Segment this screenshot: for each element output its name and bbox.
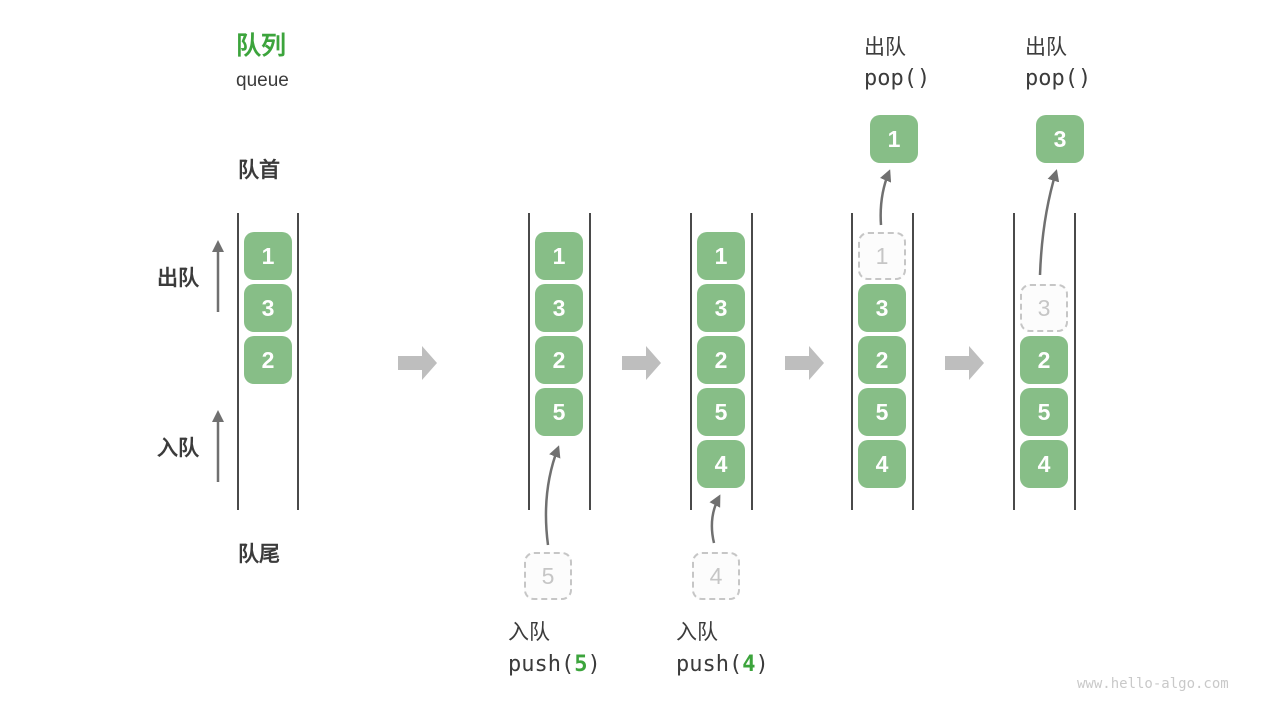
- queue-box: 2: [697, 336, 745, 384]
- state-transition-arrow-icon: [785, 346, 824, 380]
- pop-1-arrow: [879, 169, 892, 226]
- enqueue-op-code: push(5): [508, 652, 601, 677]
- enqueue-side-label: 入队: [157, 437, 199, 460]
- enqueue-4-arrow: [709, 494, 721, 544]
- push-call-open: push(: [676, 652, 743, 677]
- queue4-right-wall: [912, 213, 914, 510]
- queue-box: 3: [244, 284, 292, 332]
- queue-box: 5: [1020, 388, 1068, 436]
- push-call-close: ): [587, 652, 601, 677]
- pending-enqueue-box: 5: [524, 552, 572, 600]
- state-transition-arrow-icon: [622, 346, 661, 380]
- queue-box: 5: [535, 388, 583, 436]
- dequeue-op-code: pop(): [864, 66, 931, 91]
- enqueue-op-label: 入队: [676, 621, 718, 644]
- diagram-title-zh: 队列: [236, 32, 287, 60]
- state-transition-arrow-icon: [945, 346, 984, 380]
- queue4-left-wall: [851, 213, 853, 510]
- queue5-left-wall: [1013, 213, 1015, 510]
- dequeue-op-label: 出队: [864, 36, 906, 59]
- queue-box: 3: [697, 284, 745, 332]
- queue-box: 4: [697, 440, 745, 488]
- queue-box: 4: [858, 440, 906, 488]
- queue3-left-wall: [690, 213, 692, 510]
- ghost-popped-slot: 1: [858, 232, 906, 280]
- queue1-right-wall: [297, 213, 299, 510]
- dequeue-side-label: 出队: [157, 267, 199, 290]
- queue2-left-wall: [528, 213, 530, 510]
- watermark: www.hello-algo.com: [1077, 676, 1229, 692]
- queue3-right-wall: [751, 213, 753, 510]
- queue-box: 1: [535, 232, 583, 280]
- enqueue-5-arrow: [544, 445, 561, 546]
- pop-3-arrow: [1038, 169, 1060, 276]
- dequeue-op-label: 出队: [1025, 36, 1067, 59]
- push-arg: 4: [742, 652, 756, 677]
- popped-box: 3: [1036, 115, 1084, 163]
- queue-box: 3: [535, 284, 583, 332]
- push-call-open: push(: [508, 652, 575, 677]
- queue2-right-wall: [589, 213, 591, 510]
- diagram-title-en: queue: [236, 70, 289, 91]
- ghost-popped-slot: 3: [1020, 284, 1068, 332]
- push-call-close: ): [755, 652, 769, 677]
- queue-box: 2: [1020, 336, 1068, 384]
- pending-enqueue-box: 4: [692, 552, 740, 600]
- state-transition-arrow-icon: [398, 346, 437, 380]
- popped-box: 1: [870, 115, 918, 163]
- queue-box: 2: [535, 336, 583, 384]
- rear-label: 队尾: [238, 543, 280, 566]
- queue-box: 5: [697, 388, 745, 436]
- queue1-left-wall: [237, 213, 239, 510]
- push-arg: 5: [574, 652, 588, 677]
- queue5-right-wall: [1074, 213, 1076, 510]
- queue-box: 2: [244, 336, 292, 384]
- dequeue-op-code: pop(): [1025, 66, 1092, 91]
- queue-box: 1: [697, 232, 745, 280]
- enqueue-op-label: 入队: [508, 621, 550, 644]
- front-label: 队首: [238, 159, 280, 182]
- queue-box: 2: [858, 336, 906, 384]
- queue-box: 5: [858, 388, 906, 436]
- enqueue-op-code: push(4): [676, 652, 769, 677]
- queue-box: 1: [244, 232, 292, 280]
- queue-box: 4: [1020, 440, 1068, 488]
- queue-box: 3: [858, 284, 906, 332]
